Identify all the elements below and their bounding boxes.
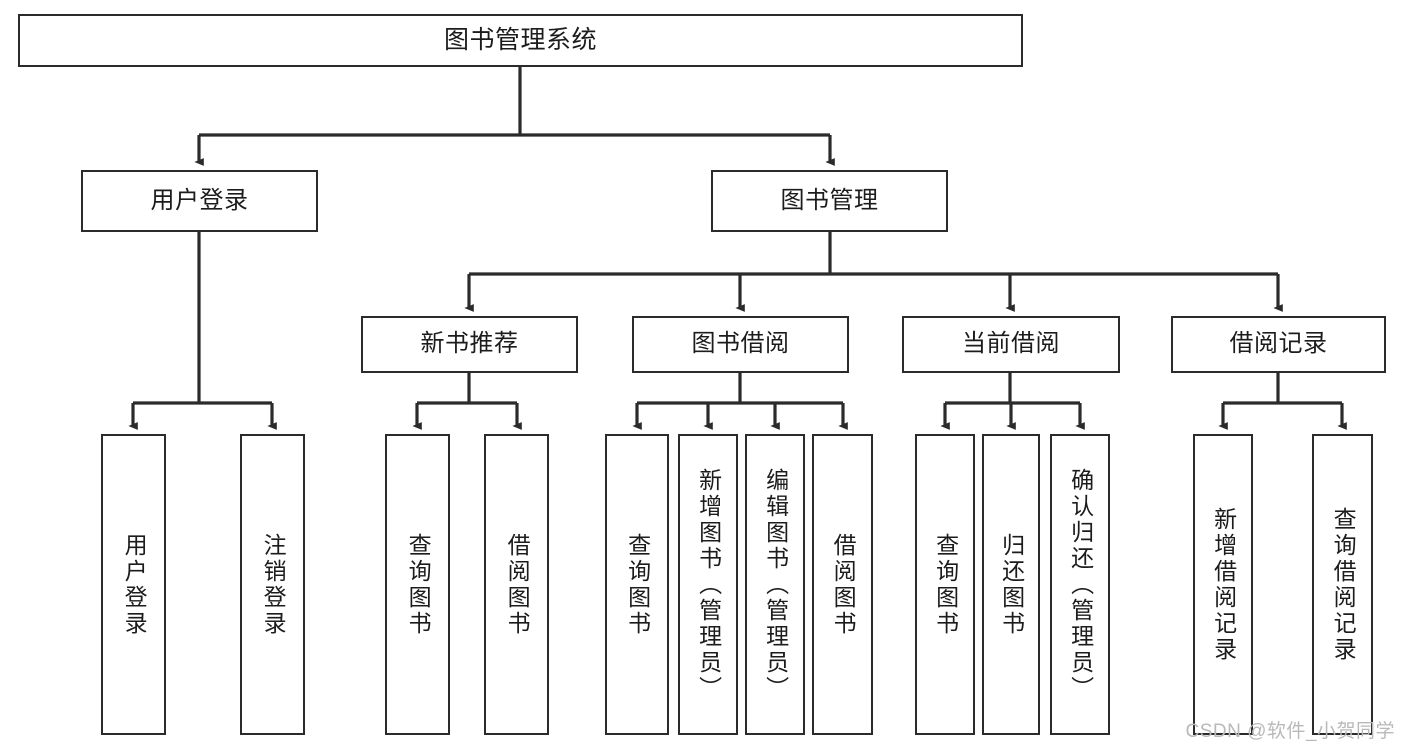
leaf-query-borrow-record[interactable]: 查询借阅记录 xyxy=(1312,434,1373,735)
node-label: 用户登录 xyxy=(150,186,249,214)
leaf-borrow-book-recommend[interactable]: 借阅图书 xyxy=(484,434,549,735)
node-label: 借阅图书 xyxy=(830,532,857,637)
node-label: 编辑图书（管理员） xyxy=(762,467,789,702)
node-label: 图书管理系统 xyxy=(443,25,597,54)
node-label: 新书推荐 xyxy=(420,330,519,358)
edge-group-new-book xyxy=(412,373,522,430)
leaf-query-book-borrow[interactable]: 查询图书 xyxy=(605,434,669,735)
node-label: 查询图书 xyxy=(405,532,432,637)
node-user-login[interactable]: 用户登录 xyxy=(81,170,318,232)
node-label: 图书借阅 xyxy=(691,330,790,358)
edge-group-borrow-record xyxy=(1218,373,1347,430)
edge-group-root xyxy=(194,67,835,166)
node-label: 确认归还（管理员） xyxy=(1067,467,1094,702)
edge-group-user-login xyxy=(128,232,277,430)
node-book-borrow[interactable]: 图书借阅 xyxy=(632,316,849,373)
leaf-logout[interactable]: 注销登录 xyxy=(240,434,305,735)
leaf-add-borrow-record[interactable]: 新增借阅记录 xyxy=(1193,434,1253,735)
edge-group-book-borrow xyxy=(632,373,848,430)
edge-group-current-borrow xyxy=(940,373,1085,430)
node-label: 查询图书 xyxy=(932,532,959,637)
node-borrow-record[interactable]: 借阅记录 xyxy=(1171,316,1386,373)
leaf-query-book-current[interactable]: 查询图书 xyxy=(915,434,975,735)
leaf-user-login[interactable]: 用户登录 xyxy=(101,434,166,735)
node-label: 当前借阅 xyxy=(962,330,1060,358)
node-label: 查询图书 xyxy=(624,532,651,637)
node-label: 用户登录 xyxy=(121,532,148,637)
leaf-query-book-recommend[interactable]: 查询图书 xyxy=(385,434,450,735)
node-label: 归还图书 xyxy=(998,532,1025,637)
node-new-book-recommend[interactable]: 新书推荐 xyxy=(361,316,578,373)
node-label: 借阅记录 xyxy=(1229,330,1328,358)
node-current-borrow[interactable]: 当前借阅 xyxy=(902,316,1120,373)
leaf-edit-book-admin[interactable]: 编辑图书（管理员） xyxy=(745,434,805,735)
node-label: 注销登录 xyxy=(260,532,287,637)
node-root-system[interactable]: 图书管理系统 xyxy=(18,14,1023,67)
node-label: 借阅图书 xyxy=(504,532,531,637)
node-label: 新增图书（管理员） xyxy=(695,467,722,702)
edge-group-book-management xyxy=(464,232,1283,312)
node-label: 新增借阅记录 xyxy=(1210,506,1237,663)
leaf-confirm-return-admin[interactable]: 确认归还（管理员） xyxy=(1050,434,1110,735)
leaf-borrow-book[interactable]: 借阅图书 xyxy=(812,434,873,735)
node-book-management[interactable]: 图书管理 xyxy=(711,170,948,232)
csdn-watermark: CSDN @软件_小贺同学 xyxy=(1185,721,1395,742)
leaf-return-book[interactable]: 归还图书 xyxy=(982,434,1040,735)
node-label: 图书管理 xyxy=(780,186,879,214)
leaf-add-book-admin[interactable]: 新增图书（管理员） xyxy=(678,434,738,735)
node-label: 查询借阅记录 xyxy=(1330,506,1357,663)
